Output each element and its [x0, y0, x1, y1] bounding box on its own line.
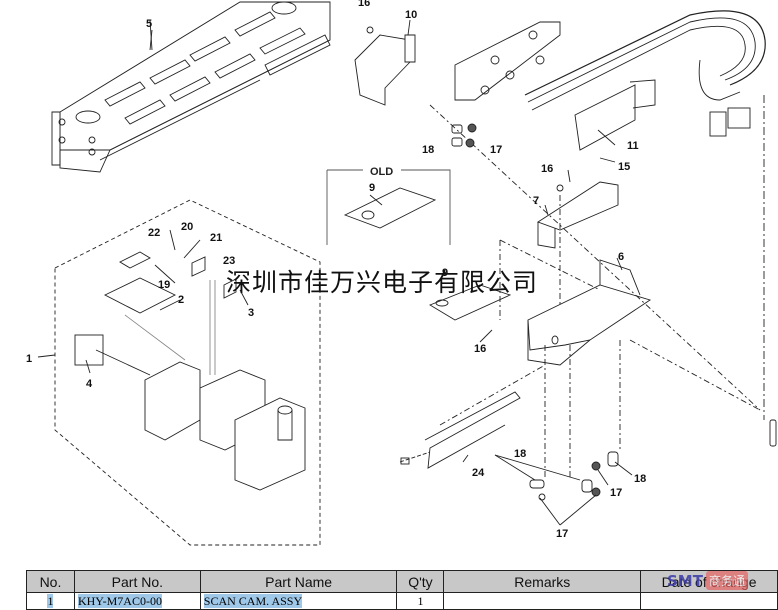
hardware-17-18 — [451, 123, 777, 501]
callout-15: 15 — [618, 161, 630, 173]
callout-22: 22 — [148, 227, 160, 239]
callout-24: 24 — [472, 467, 485, 479]
smt-logo-cn: 商务通 — [705, 571, 748, 590]
callout-18: 18 — [422, 144, 434, 156]
callout-18: 18 — [514, 448, 526, 460]
callout-21: 21 — [210, 232, 222, 244]
header-part-no: Part No. — [73, 570, 201, 593]
part-1-assembly-outline — [54, 199, 321, 546]
part-10-bracket — [354, 26, 416, 106]
header-remarks: Remarks — [443, 570, 642, 593]
callout-1: 1 — [26, 353, 32, 365]
cell-no: 1 — [47, 593, 54, 608]
callout-3: 3 — [248, 307, 254, 319]
callout-16: 16 — [541, 163, 553, 175]
callout-17: 17 — [490, 144, 502, 156]
part-7-bracket — [536, 181, 619, 320]
old-box-label: OLD — [370, 166, 393, 178]
callout-2: 2 — [178, 294, 184, 306]
callout-10: 10 — [405, 9, 417, 21]
header-no: No. — [26, 570, 75, 593]
cable-harness — [524, 10, 766, 420]
callout-7: 7 — [533, 195, 539, 207]
callout-23: 23 — [223, 255, 235, 267]
callout-20: 20 — [181, 221, 193, 233]
callout-11: 11 — [627, 140, 639, 152]
part-6-assembly — [428, 104, 761, 480]
part-11-plate — [574, 79, 656, 151]
callout-9-old: 9 — [369, 182, 375, 194]
callout-5: 5 — [146, 18, 152, 30]
smt-logo-text: SMT — [667, 571, 703, 590]
table-header-row: No. Part No. Part Name Q'ty Remarks Date… — [26, 570, 778, 593]
callout-9: 9 — [442, 267, 448, 279]
cell-part-no: KHY-M7AC0-00 — [77, 593, 162, 608]
callout-18: 18 — [634, 473, 646, 485]
table-row: 1 KHY-M7AC0-00 SCAN CAM. ASSY 1 — [26, 592, 778, 610]
company-watermark: 深圳市佳万兴电子有限公司 — [226, 268, 539, 297]
callout-16: 16 — [474, 343, 486, 355]
cell-part-name: SCAN CAM. ASSY — [203, 593, 303, 608]
callout-19: 19 — [158, 279, 170, 291]
old-box — [326, 169, 451, 245]
header-part-name: Part Name — [199, 570, 398, 593]
parts-table: No. Part No. Part Name Q'ty Remarks Date… — [26, 570, 778, 610]
smt-watermark-logo: SMT 商务通 — [667, 571, 748, 590]
header-qty: Q'ty — [396, 570, 445, 593]
part-24-rail — [399, 364, 546, 469]
callout-17: 17 — [556, 528, 568, 540]
exploded-parts-diagram: 5 16 10 18 17 11 15 OLD 9 16 7 22 20 21 … — [26, 0, 777, 546]
callout-4: 4 — [86, 378, 93, 390]
callout-16: 16 — [358, 0, 370, 9]
leader-lines — [37, 19, 633, 526]
part-5-rail-base — [51, 1, 331, 173]
callout-17: 17 — [610, 487, 622, 499]
callout-6: 6 — [618, 251, 624, 263]
mounting-plate — [454, 21, 561, 101]
